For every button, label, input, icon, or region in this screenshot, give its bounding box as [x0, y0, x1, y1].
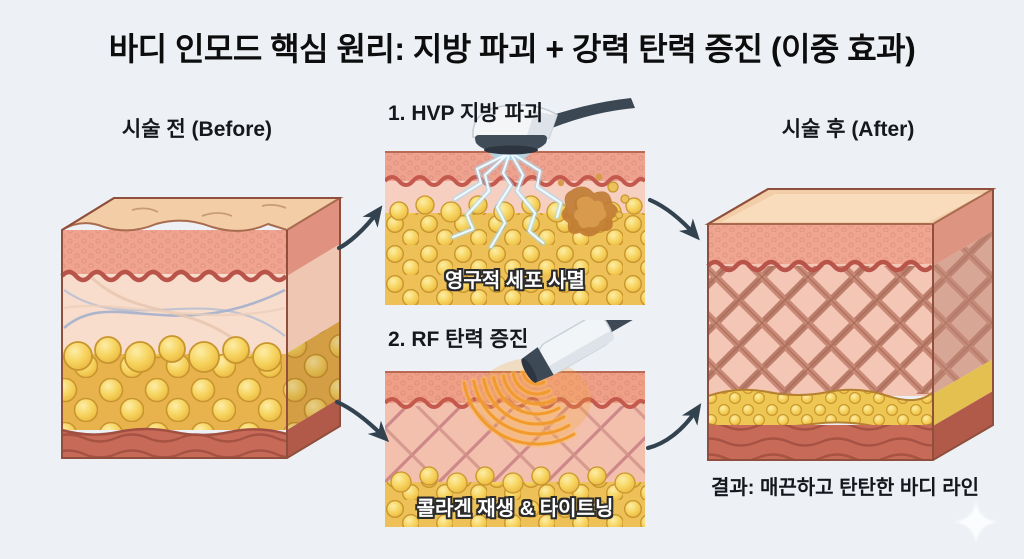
- arrow-before-to-step1-icon: [336, 205, 383, 251]
- step2-title: 2. RF 탄력 증진: [388, 328, 529, 351]
- step2-caption: 콜라겐 재생 & 타이트닝: [416, 498, 614, 520]
- after-skin-cube-illustration: [704, 188, 997, 461]
- arrow-step2-to-after-icon: [646, 403, 702, 451]
- page-title: 바디 인모드 핵심 원리: 지방 파괴 + 강력 탄력 증진 (이중 효과): [108, 31, 916, 67]
- destroyed-fat-icon: [557, 173, 630, 237]
- step1-title: 1. HVP 지방 파괴: [388, 102, 544, 125]
- fat-cells-top-row: [63, 335, 282, 373]
- result-text: 결과: 매끈하고 탄탄한 바디 라인: [710, 477, 980, 499]
- handpiece-icon: [521, 320, 644, 383]
- step1-hvp-illustration: [385, 98, 645, 305]
- dermis-fibers: [63, 276, 286, 356]
- step1-caption: 영구적 세포 사멸: [445, 270, 585, 292]
- sparkle-watermark-icon: [954, 500, 998, 544]
- after-panel-label: 시술 후 (After): [781, 118, 915, 141]
- arrow-step1-to-after-icon: [647, 197, 700, 241]
- before-panel-label: 시술 전 (Before): [121, 118, 273, 141]
- step2-rf-illustration: [385, 320, 645, 527]
- rf-waves-icon: [460, 358, 591, 448]
- handpiece-icon: [472, 98, 635, 155]
- fat-cells-row: [390, 466, 636, 494]
- before-skin-cube-illustration: [60, 197, 344, 459]
- lightning-icon: [450, 146, 564, 250]
- arrow-before-to-step2-icon: [334, 399, 390, 443]
